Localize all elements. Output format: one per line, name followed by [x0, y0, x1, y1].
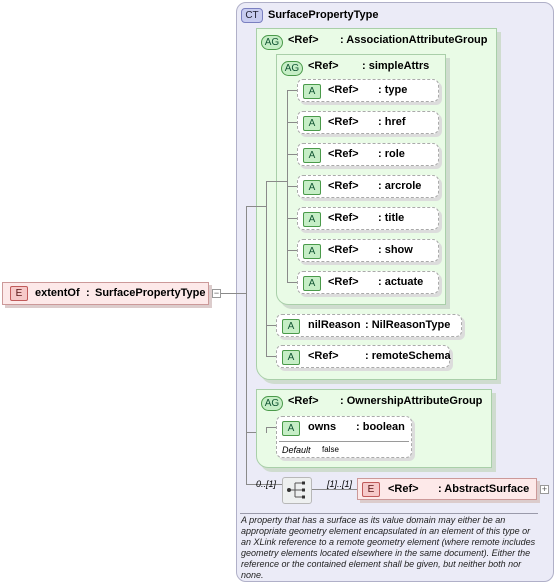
- cardinality-outer: 0..[1]: [256, 479, 277, 489]
- root-element-sep: :: [86, 287, 90, 299]
- sequence-icon: [287, 481, 305, 499]
- connector: [276, 181, 287, 182]
- connector: [266, 427, 267, 433]
- attribute-type: : boolean: [356, 421, 405, 433]
- connector: [246, 206, 247, 485]
- attribute-badge: A: [282, 421, 300, 436]
- attribute-badge: A: [303, 244, 321, 259]
- attribute-nilreason[interactable]: A nilReason : NilReasonType: [276, 314, 462, 337]
- attribute-ref: <Ref>: [328, 180, 359, 192]
- attribute-name: nilReason: [308, 319, 361, 331]
- attribute-name: : actuate: [378, 276, 424, 288]
- ownership-group-ref: <Ref>: [288, 395, 319, 407]
- attribute-name: : show: [378, 244, 413, 256]
- divider: [240, 513, 538, 514]
- attribute-badge: A: [303, 276, 321, 291]
- ownership-group-name: : OwnershipAttributeGroup: [340, 395, 483, 407]
- attribute-ref: <Ref>: [328, 244, 359, 256]
- default-label: Default: [282, 445, 311, 455]
- attribute-badge: A: [303, 148, 321, 163]
- attribute-badge: A: [282, 319, 300, 334]
- connector: [246, 432, 256, 433]
- root-element-extentof[interactable]: E extentOf : SurfacePropertyType: [2, 282, 209, 305]
- attribute-type[interactable]: A <Ref> : type: [297, 79, 439, 102]
- attribute-href[interactable]: A <Ref> : href: [297, 111, 439, 134]
- element-abstractsurface[interactable]: E <Ref> : AbstractSurface: [357, 478, 537, 500]
- connector: [287, 186, 297, 187]
- attribute-title[interactable]: A <Ref> : title: [297, 207, 439, 230]
- attribute-ref: <Ref>: [328, 212, 359, 224]
- element-name: : AbstractSurface: [438, 483, 530, 495]
- connector: [266, 325, 276, 326]
- connector: [287, 154, 297, 155]
- connector: [287, 218, 297, 219]
- cardinality-inner: [1]..[1]: [327, 479, 353, 489]
- attribute-type: : NilReasonType: [365, 319, 451, 331]
- attribute-name: : title: [378, 212, 405, 224]
- attribute-group-badge: AG: [261, 35, 283, 50]
- attribute-ref: <Ref>: [328, 276, 359, 288]
- root-element-name: extentOf: [35, 287, 80, 299]
- attribute-name: : remoteSchema: [365, 350, 451, 362]
- sequence-compositor[interactable]: [282, 477, 312, 504]
- attribute-badge: A: [282, 350, 300, 365]
- connector: [256, 206, 266, 207]
- attribute-group-badge: AG: [281, 61, 303, 76]
- association-group-name: : AssociationAttributeGroup: [340, 34, 488, 46]
- attribute-ref: <Ref>: [308, 350, 339, 362]
- root-element-type: SurfacePropertyType: [95, 287, 206, 299]
- element-ref: <Ref>: [388, 483, 419, 495]
- attribute-ref: <Ref>: [328, 84, 359, 96]
- complex-type-documentation: A property that has a surface as its val…: [241, 515, 536, 580]
- connector: [266, 181, 276, 182]
- attribute-name: : type: [378, 84, 408, 96]
- connector: [287, 122, 297, 123]
- attribute-actuate[interactable]: A <Ref> : actuate: [297, 271, 439, 294]
- simple-attrs-ref: <Ref>: [308, 60, 339, 72]
- attribute-name: : href: [378, 116, 406, 128]
- simple-attrs-name: : simpleAttrs: [362, 60, 430, 72]
- connector: [312, 489, 357, 490]
- attribute-owns[interactable]: A owns : boolean Default false: [276, 416, 412, 458]
- plus-icon[interactable]: +: [540, 484, 549, 494]
- attribute-show[interactable]: A <Ref> : show: [297, 239, 439, 262]
- complex-type-badge: CT: [241, 8, 263, 23]
- attribute-group-badge: AG: [261, 396, 283, 411]
- collapse-icon[interactable]: −: [212, 288, 221, 298]
- connector: [266, 356, 276, 357]
- association-group-ref: <Ref>: [288, 34, 319, 46]
- attribute-role[interactable]: A <Ref> : role: [297, 143, 439, 166]
- connector: [287, 282, 297, 283]
- connector: [266, 181, 267, 356]
- attribute-remoteschema[interactable]: A <Ref> : remoteSchema: [276, 345, 451, 368]
- attribute-arcrole[interactable]: A <Ref> : arcrole: [297, 175, 439, 198]
- attribute-badge: A: [303, 84, 321, 99]
- element-badge: E: [10, 286, 28, 301]
- attribute-badge: A: [303, 180, 321, 195]
- connector: [221, 293, 237, 294]
- attribute-name: owns: [308, 421, 337, 433]
- element-badge: E: [362, 482, 380, 497]
- attribute-badge: A: [303, 116, 321, 131]
- connector: [266, 427, 276, 428]
- attribute-ref: <Ref>: [328, 116, 359, 128]
- connector: [287, 250, 297, 251]
- complex-type-name: SurfacePropertyType: [268, 9, 379, 21]
- attribute-badge: A: [303, 212, 321, 227]
- divider: [279, 441, 409, 442]
- attribute-name: : role: [378, 148, 405, 160]
- connector: [236, 293, 246, 294]
- default-value: false: [322, 445, 339, 454]
- attribute-ref: <Ref>: [328, 148, 359, 160]
- connector: [246, 484, 282, 485]
- connector: [246, 206, 256, 207]
- connector: [287, 90, 297, 91]
- attribute-name: : arcrole: [378, 180, 422, 192]
